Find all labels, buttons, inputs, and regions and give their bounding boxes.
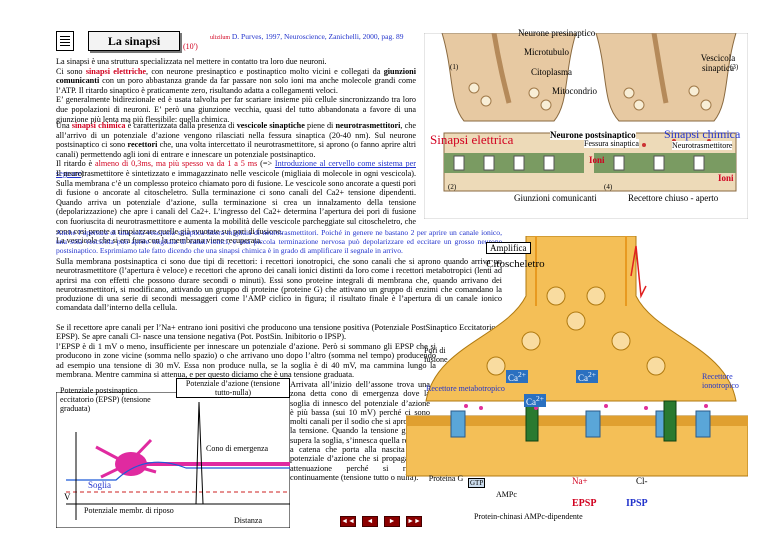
transmitter-paragraph: Il neurotrasmettitore è sintetizzato e i…	[56, 169, 416, 246]
next-page-button[interactable]: ►	[384, 516, 400, 527]
first-page-button[interactable]: ◄◄	[340, 516, 356, 527]
fig-number-4: (4)	[604, 183, 613, 191]
calcium-label-1: Ca2+	[506, 370, 528, 383]
cytoplasm-label: Citoplasma	[531, 67, 572, 77]
epsp-paragraph: Se il recettore apre canali per l’Na+ en…	[56, 323, 502, 342]
gap-junction-label: Giunzioni comunicanti	[514, 193, 597, 203]
synapse-figure: Neurone presinaptico Microtubulo Citopla…	[423, 28, 749, 220]
gtp-label: GTP	[468, 478, 486, 488]
ipsp-result-label: IPSP	[626, 498, 648, 509]
g-protein-label: Proteina G	[428, 474, 464, 483]
amplify-badge: Amplifica	[486, 242, 531, 254]
intro-paragraph: La sinapsi è una struttura specializzata…	[56, 57, 416, 124]
voltage-axis-label: V	[64, 492, 71, 502]
document-icon[interactable]	[56, 31, 74, 51]
kinase-label: Protein-chinasi AMPc-dipendente	[474, 512, 583, 521]
page-title: La sinapsi	[88, 31, 180, 51]
metabotropic-label: Recettore metabotropico	[426, 384, 505, 393]
fig-number-3: (3)	[730, 63, 739, 71]
camp-label: AMPc	[496, 490, 517, 499]
fig-number-2: (2)	[448, 183, 457, 191]
fusion-pores-label: Pori di fusione	[424, 346, 448, 364]
chemical-synapse-illustration	[405, 235, 749, 477]
prev-page-button[interactable]: ◄	[362, 516, 378, 527]
calcium-label-3: Ca2+	[524, 394, 546, 407]
chloride-label: Cl-	[636, 476, 648, 486]
chemical-synapse-label: Sinapsi chimica	[664, 127, 741, 141]
link-brain-system[interactable]: Introduzione al cervello come sistema pe…	[56, 159, 416, 178]
amplify-paragraph: Anche l’apertura di una sola vescicola s…	[56, 228, 502, 255]
receptors-paragraph: Sulla membrana postsinaptica ci sono due…	[56, 257, 502, 313]
ionotropic-label: Recettore ionotropico	[702, 372, 739, 390]
navigation-bar: ◄◄ ◄ ► ►►	[340, 516, 422, 527]
ions-label-1: Ioni	[589, 155, 605, 165]
cleft-label: Fessura sinaptica	[584, 139, 639, 148]
chemical-synapse-paragraph: Una sinapsi chimica è caratterizzata dal…	[56, 121, 416, 178]
neurotransmitter-label: Neurotrasmettitore	[672, 141, 733, 150]
receptor-state-label: Recettore chiuso - aperto	[628, 193, 719, 203]
vesicle-label: Vescicola sinaptica	[700, 53, 736, 73]
time-label: (10')	[183, 42, 198, 51]
ions-label-2: Ioni	[718, 173, 734, 183]
neuron-illustration	[55, 391, 291, 529]
threshold-label: Soglia	[88, 480, 112, 490]
postsynaptic-label: Neurone postsinaptico	[550, 130, 636, 140]
source-citation: ulizilum D. Purves, 1997, Neuroscience, …	[210, 32, 404, 41]
sodium-label: Na+	[572, 476, 588, 486]
epsp-result-label: EPSP	[572, 498, 597, 509]
distance-axis-label: Distanza	[234, 516, 262, 525]
microtubule-label: Microtubulo	[524, 47, 569, 57]
axon-cone-paragraph: Arrivata all’inizio dell’assone trova un…	[290, 380, 430, 482]
cytoskeleton-label: Citoscheletro	[486, 258, 545, 270]
electrical-synapse-label: Sinapsi elettrica	[430, 132, 514, 147]
chemical-synapse-diagram: Amplifica Citoscheletro Pori di fusione …	[405, 235, 749, 528]
fig-number-1: (1)	[450, 63, 459, 71]
resting-potential-label: Potenziale membr. di riposo	[84, 506, 174, 515]
summation-paragraph: l’EPSP è di 1 mV o meno, insufficiente p…	[56, 342, 436, 379]
calcium-label-2: Ca2+	[576, 370, 598, 383]
presynaptic-label: Neurone presinaptico	[518, 28, 596, 38]
last-page-button[interactable]: ►►	[406, 516, 422, 527]
mitochondrion-label: Mitocondrio	[552, 86, 597, 96]
action-potential-label: Potenziale d’azione (tensione tutto-null…	[176, 378, 290, 398]
epsp-graph-label: Potenziale postsinaptico eccitatorio (EP…	[60, 386, 151, 413]
neuron-figure: Potenziale postsinaptico eccitatorio (EP…	[55, 378, 291, 529]
cone-label: Cono di emergenza	[206, 444, 269, 453]
